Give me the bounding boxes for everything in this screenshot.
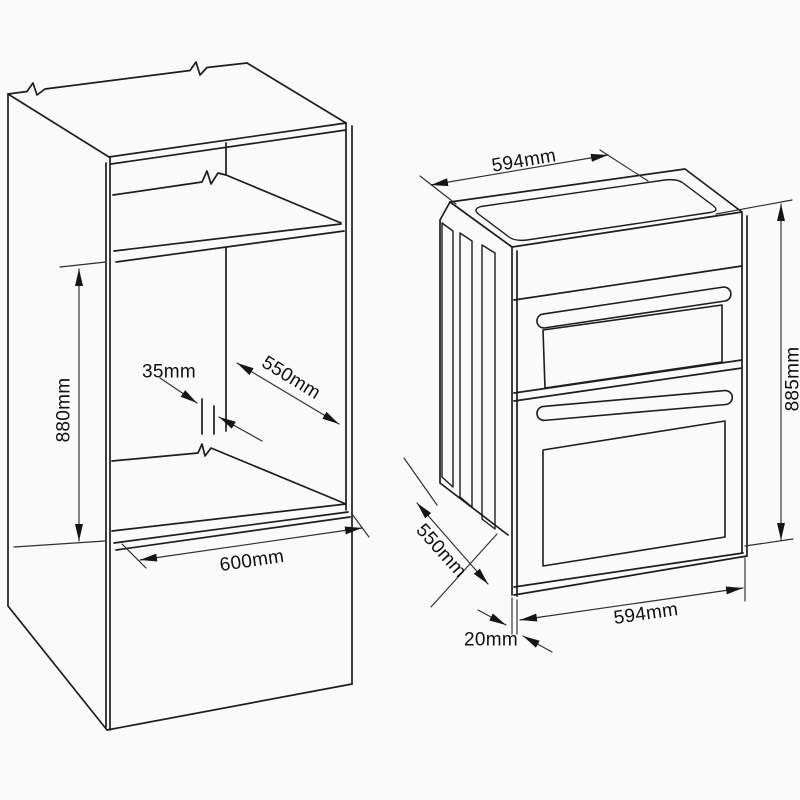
oven-front-clearance-label: 20mm	[464, 629, 518, 651]
oven-dimension-lines	[403, 149, 794, 653]
cabinet-dimension-lines	[13, 261, 370, 569]
oven-height-label: 885mm	[782, 346, 800, 412]
cabinet-rear-gap-label: 35mm	[142, 361, 196, 383]
cabinet-niche-height-label: 880mm	[53, 377, 75, 443]
oven-unit-drawing	[439, 168, 748, 597]
